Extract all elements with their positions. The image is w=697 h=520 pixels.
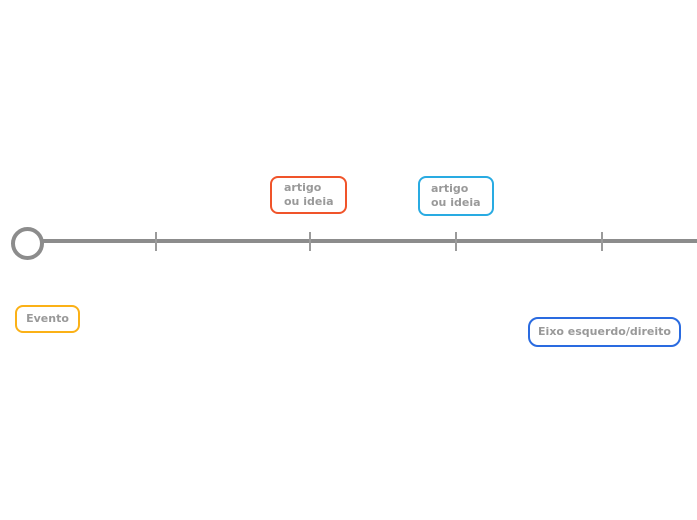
node-evento-label: Evento	[26, 312, 69, 325]
timeline-axis[interactable]	[40, 239, 697, 243]
node-eixo-esquerdo-direito[interactable]: Eixo esquerdo/direito	[528, 317, 681, 347]
node-artigo-ou-ideia-2[interactable]: artigo ou ideia	[418, 176, 494, 216]
node-artigo-ou-ideia-1-label: artigo ou ideia	[284, 181, 334, 208]
node-eixo-esquerdo-direito-label: Eixo esquerdo/direito	[538, 325, 671, 338]
timeline-tick-2	[309, 232, 311, 251]
timeline-start-circle[interactable]	[11, 227, 44, 260]
timeline-tick-1	[155, 232, 157, 251]
timeline-tick-4	[601, 232, 603, 251]
timeline-tick-3	[455, 232, 457, 251]
node-artigo-ou-ideia-2-label: artigo ou ideia	[431, 182, 481, 209]
node-artigo-ou-ideia-1[interactable]: artigo ou ideia	[270, 176, 347, 214]
node-evento[interactable]: Evento	[15, 305, 80, 333]
